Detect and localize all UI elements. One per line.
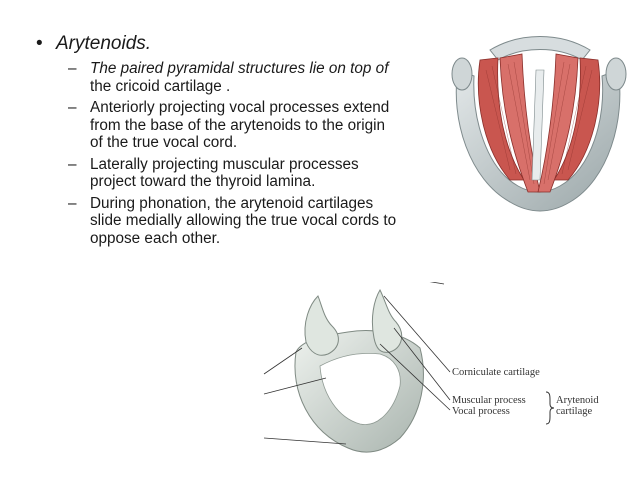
sub-bullet-text: Laterally projecting muscular processes … [90, 155, 359, 191]
dash-marker: – [68, 99, 77, 116]
label-arytenoid-line2: cartilage [556, 406, 593, 417]
label-corniculate: Corniculate cartilage [452, 367, 540, 378]
sub-bullet-list: – The paired pyramidal structures lie on… [68, 60, 398, 251]
cricoid-arytenoid-illustration [263, 282, 555, 453]
label-vocal-process: Vocal process [452, 406, 510, 417]
sub-bullet-1: – The paired pyramidal structures lie on… [68, 60, 398, 95]
main-bullet: • Arytenoids. [36, 32, 151, 56]
label-muscular-process: Muscular process [452, 395, 526, 406]
sub-bullet-2: – Anteriorly projecting vocal processes … [68, 99, 398, 152]
larynx-muscle-illustration [451, 36, 627, 212]
dash-marker: – [68, 155, 77, 173]
dash-marker: – [68, 194, 77, 212]
sub-bullet-italic: The paired pyramidal structures lie on t… [90, 60, 389, 77]
bullet-title: Arytenoids. [56, 33, 152, 54]
sub-bullet-text: During phonation, the arytenoid cartilag… [90, 194, 397, 247]
sub-bullet-4: – During phonation, the arytenoid cartil… [68, 195, 398, 248]
sub-bullet-3: – Laterally projecting muscular processe… [68, 156, 398, 191]
label-arytenoid-line1: Arytenoid [556, 395, 599, 406]
bullet-marker: • [36, 33, 43, 54]
dash-marker: – [68, 60, 77, 77]
sub-bullet-text: the cricoid cartilage . [90, 77, 231, 95]
sub-bullet-text: Anteriorly projecting vocal processes ex… [90, 99, 390, 151]
